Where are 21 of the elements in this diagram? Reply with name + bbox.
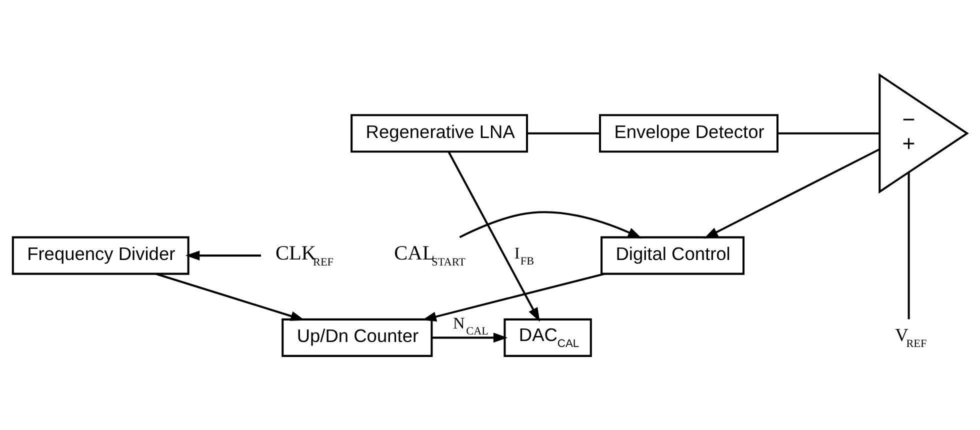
arrow — [156, 272, 305, 320]
node-box: Envelope Detector — [599, 114, 778, 152]
edge-label: I$_{FB}$ — [514, 244, 534, 267]
node-box: Frequency Divider — [12, 236, 190, 274]
connector — [527, 132, 600, 134]
edge-label: N$_{CAL}$ — [452, 314, 488, 337]
connector — [908, 172, 910, 319]
node-box: DAC$_{CAL}$ — [504, 318, 592, 356]
arrow — [422, 272, 605, 321]
node-text: CLK$_{REF}$ — [276, 242, 334, 268]
arrow — [704, 148, 880, 238]
node-box: Up/Dn Counter — [282, 318, 433, 356]
connector — [778, 132, 880, 134]
node-box: Regenerative LNA — [350, 114, 528, 152]
node-text: CAL$_{START}$ — [394, 242, 466, 268]
arrow — [185, 250, 262, 260]
arrow — [432, 332, 508, 342]
node-text: V$_{REF}$ — [895, 324, 927, 350]
arrow — [448, 150, 540, 322]
node-box: Digital Control — [600, 236, 745, 274]
arrow — [459, 210, 642, 238]
